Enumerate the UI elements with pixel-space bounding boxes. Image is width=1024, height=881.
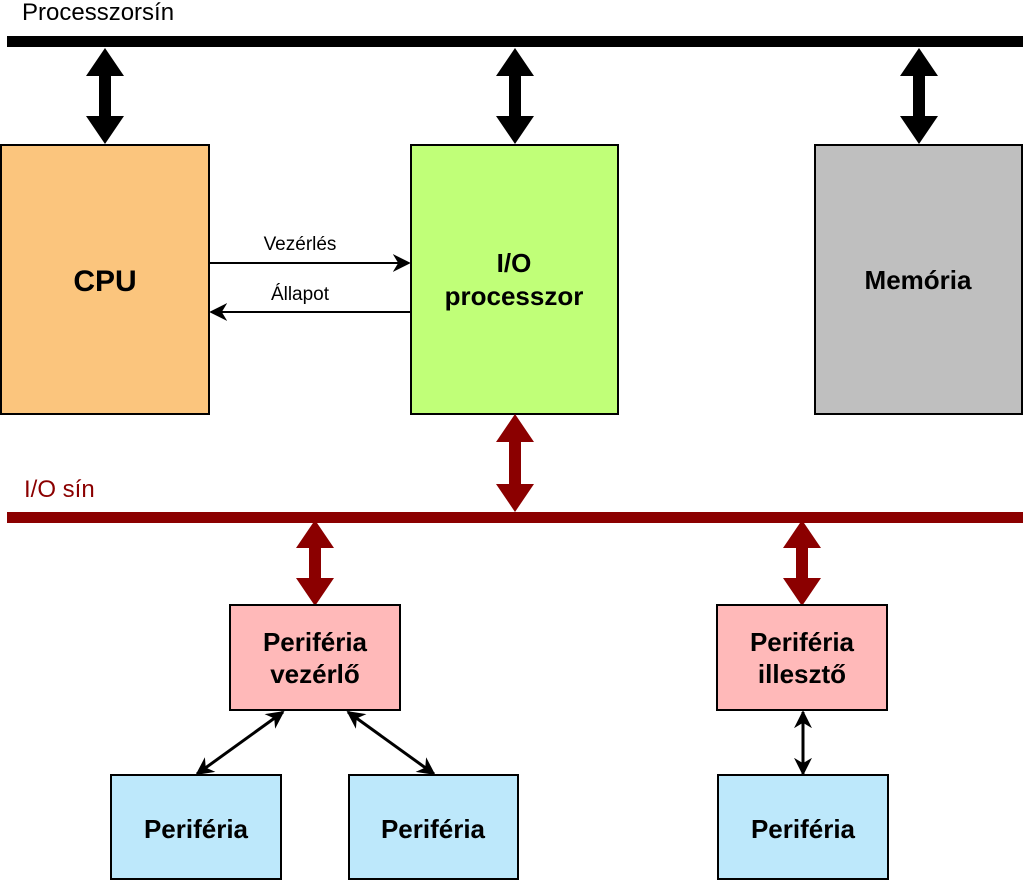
iop-bus-arrow (496, 48, 534, 144)
io-processor-label-line2: processzor (445, 281, 584, 311)
control-signal-label: Vezérlés (264, 234, 337, 255)
processor-bus-label: Processzorsín (22, 0, 174, 26)
peripheral-controller-label-line1: Periféria (263, 627, 368, 657)
processor-bus (7, 36, 1023, 47)
adapter-iobus-arrow (783, 520, 821, 606)
memory-block (814, 144, 1023, 415)
io-processor-block (410, 144, 619, 415)
peripheral-controller-label-line2: vezérlő (270, 659, 360, 689)
peripheral-adapter-label-line2: illesztő (758, 659, 846, 689)
peripheral-adapter-label-line1: Periféria (750, 627, 855, 657)
cpu-block (0, 144, 210, 415)
io-processor-label-line1: I/O (497, 248, 532, 278)
peripheral-adapter-block (716, 604, 888, 711)
controller-iobus-arrow (296, 520, 334, 606)
peripheral-2-block (348, 774, 519, 880)
io-bus-label: I/O sín (24, 476, 95, 503)
controller-peripheral1-arrow (195, 710, 285, 776)
memory-label: Memória (865, 265, 972, 295)
iop-iobus-arrow (496, 414, 534, 512)
peripheral-3-label: Periféria (751, 814, 856, 844)
peripheral-1-label: Periféria (144, 814, 249, 844)
peripheral-2-label: Periféria (381, 814, 486, 844)
io-bus (7, 512, 1023, 523)
controller-peripheral2-arrow (346, 710, 436, 776)
peripheral-controller-block (229, 604, 401, 711)
status-signal-label: Állapot (271, 284, 330, 305)
peripheral-3-block (717, 774, 889, 880)
memory-bus-arrow (900, 48, 938, 144)
cpu-label: CPU (73, 265, 136, 298)
cpu-bus-arrow (86, 48, 124, 144)
peripheral-1-block (110, 774, 282, 880)
